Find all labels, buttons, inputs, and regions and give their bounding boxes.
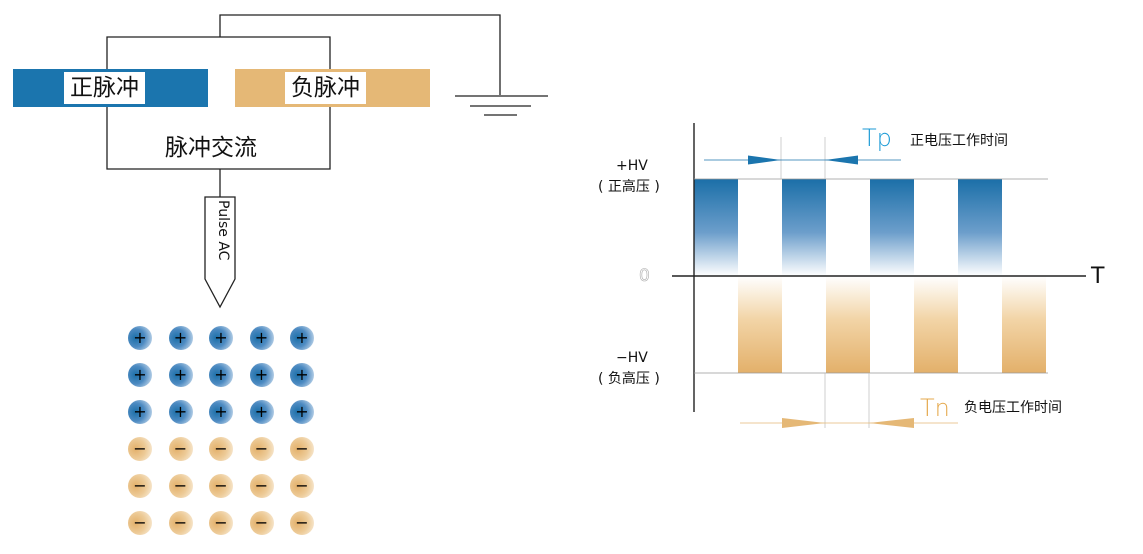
- zero-label: 0: [639, 266, 650, 287]
- negative-ion-icon: −: [168, 437, 193, 461]
- tn-arrow-left: [869, 418, 914, 428]
- positive-ion-icon: +: [128, 363, 152, 387]
- positive-ion-icon: +: [209, 326, 233, 350]
- negative-ion-icon: −: [249, 511, 274, 535]
- negative-ion-icon: −: [290, 474, 314, 498]
- positive-ion-icon: +: [128, 326, 152, 350]
- positive-pulse-bar: [958, 179, 1002, 276]
- positive-ion-icon: +: [168, 326, 193, 350]
- plus-hv-label: +HV: [616, 158, 648, 174]
- positive-ion-icon: +: [209, 400, 233, 424]
- t-axis-label: T: [1091, 264, 1105, 289]
- negative-ion-icon: −: [168, 511, 193, 535]
- negative-ion-icon: −: [128, 437, 152, 461]
- positive-ion-icon: +: [249, 400, 274, 424]
- positive-pulse-bar: [782, 179, 826, 276]
- tp-arrow-left: [825, 155, 858, 165]
- negative-ion-icon: −: [209, 511, 233, 535]
- positive-ion-icon: +: [290, 400, 314, 424]
- positive-pulse-bar: [694, 179, 738, 276]
- tn-description: 负电压工作时间: [964, 400, 1062, 416]
- pulse-ac-label: 脉冲交流: [165, 135, 257, 161]
- negative-pulse-label: 负脉冲: [285, 72, 366, 104]
- positive-pulse-bar: [870, 179, 914, 276]
- positive-ion-icon: +: [128, 400, 152, 424]
- positive-ion-icon: +: [290, 326, 314, 350]
- positive-ion-icon: +: [249, 326, 274, 350]
- negative-ion-icon: −: [209, 437, 233, 461]
- tn-arrow-right: [782, 418, 825, 428]
- negative-ion-icon: −: [209, 474, 233, 498]
- negative-pulse-bar: [826, 276, 870, 373]
- tn-label: Tn: [920, 394, 950, 422]
- plus-hv-sublabel: ( 正高压 ): [598, 179, 660, 195]
- tp-arrow-right: [748, 155, 781, 165]
- positive-ion-icon: +: [168, 363, 193, 387]
- positive-pulse-label: 正脉冲: [64, 72, 145, 104]
- negative-ion-icon: −: [128, 511, 152, 535]
- negative-ion-icon: −: [290, 437, 314, 461]
- minus-hv-sublabel: ( 负高压 ): [598, 371, 660, 387]
- minus-hv-label: −HV: [616, 350, 648, 366]
- positive-ion-icon: +: [209, 363, 233, 387]
- positive-ion-icon: +: [290, 363, 314, 387]
- tp-label: Tp: [862, 124, 892, 152]
- positive-ion-icon: +: [249, 363, 274, 387]
- negative-ion-icon: −: [128, 474, 152, 498]
- negative-ion-icon: −: [168, 474, 193, 498]
- tp-description: 正电压工作时间: [910, 133, 1008, 149]
- negative-ion-icon: −: [249, 437, 274, 461]
- negative-pulse-bar: [1002, 276, 1046, 373]
- negative-ion-icon: −: [290, 511, 314, 535]
- positive-ion-icon: +: [168, 400, 193, 424]
- negative-pulse-bar: [738, 276, 782, 373]
- negative-pulse-bar: [914, 276, 958, 373]
- negative-ion-icon: −: [249, 474, 274, 498]
